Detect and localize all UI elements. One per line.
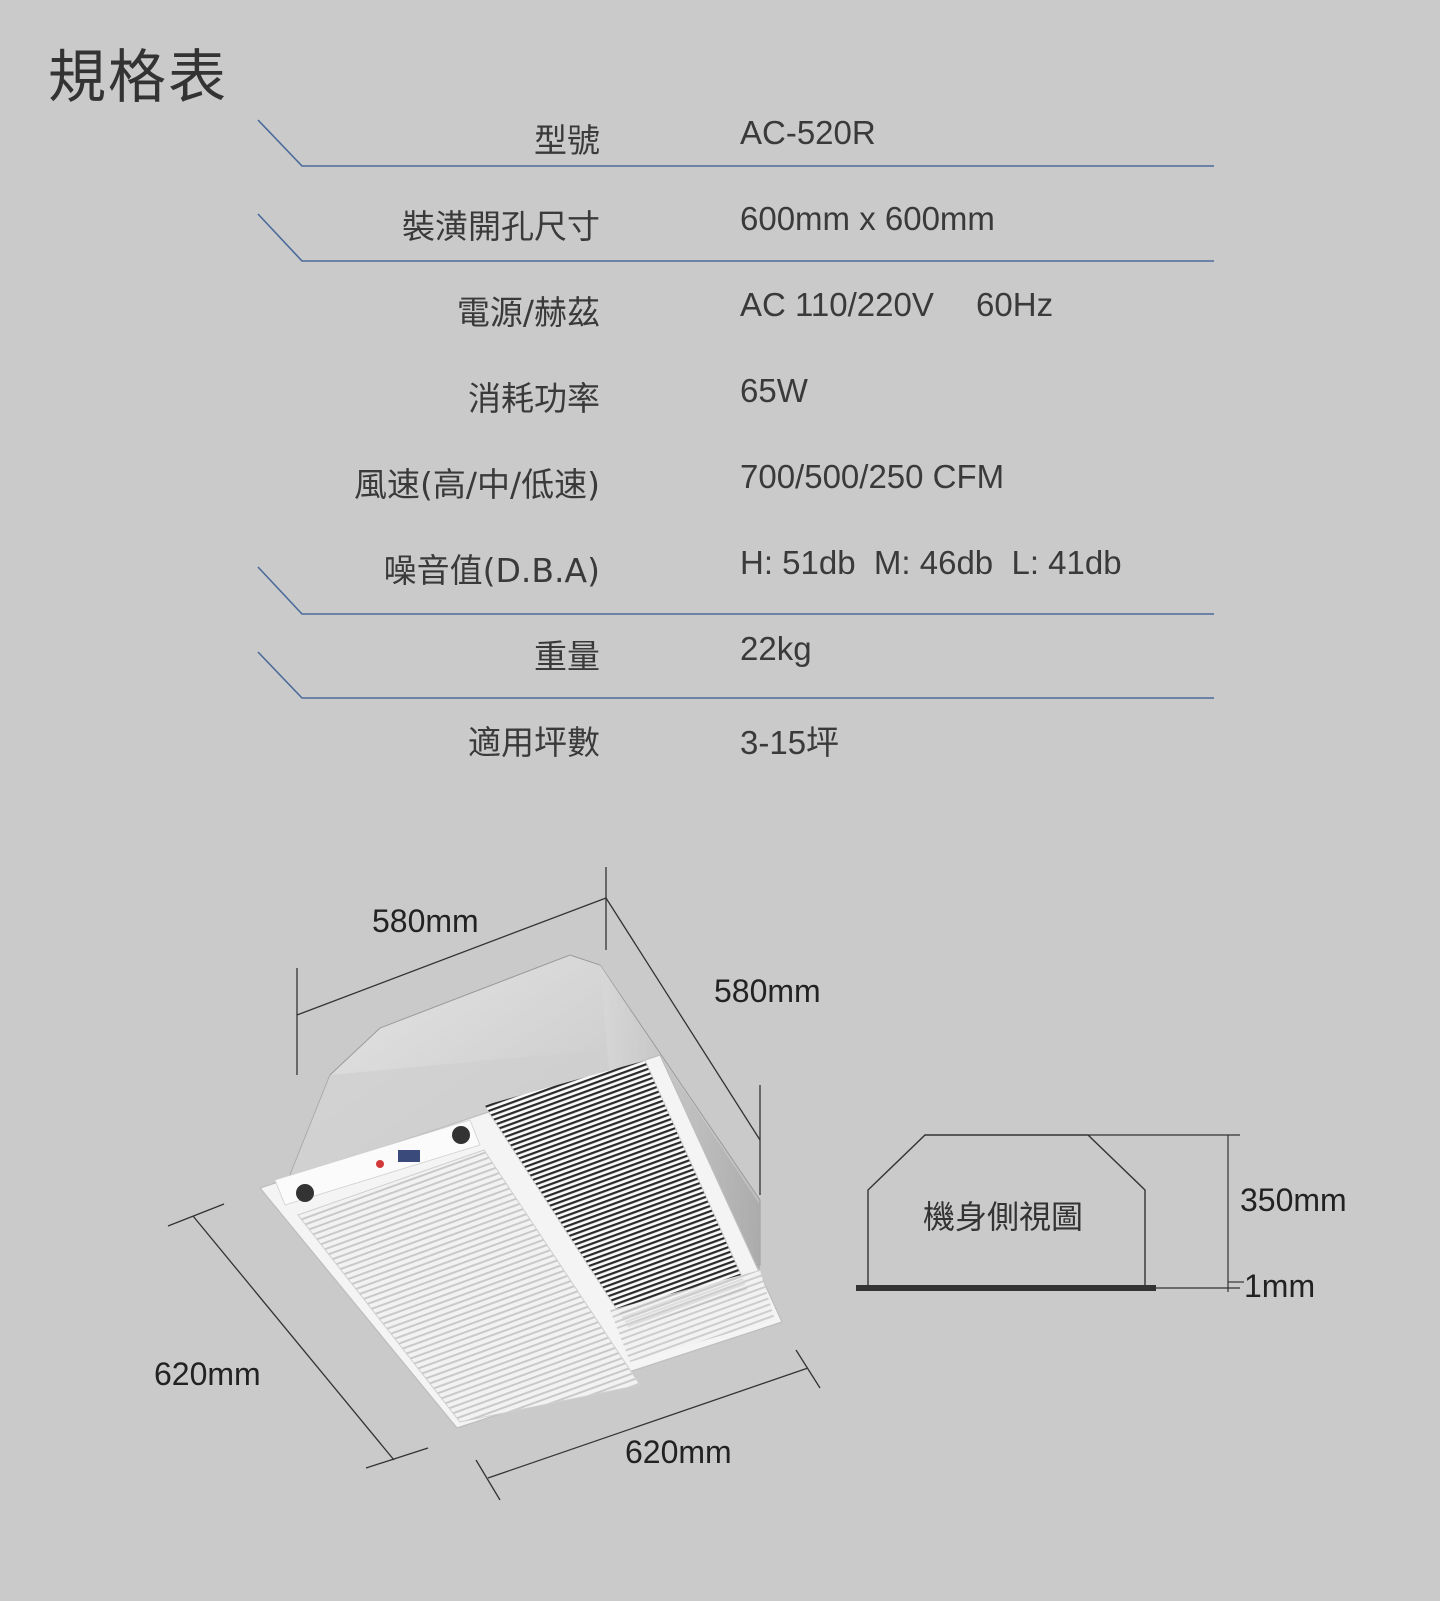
dim-line xyxy=(605,897,761,1141)
spec-label-airflow: 風速(高/中/低速) xyxy=(354,465,600,504)
page-title: 規格表 xyxy=(48,43,229,111)
dim-bottom-left: 620mm xyxy=(154,1356,261,1392)
spec-label-power-supply: 電源/赫茲 xyxy=(456,293,600,332)
spec-value-noise: H: 51db M: 46db L: 41db xyxy=(740,544,1122,581)
spec-label-noise: 噪音值(D.B.A) xyxy=(383,551,600,590)
spec-label-weight: 重量 xyxy=(534,637,600,676)
spec-value-weight: 22kg xyxy=(740,630,812,667)
dim-side-height: 350mm xyxy=(1240,1182,1347,1218)
dim-line xyxy=(795,1349,821,1389)
dim-line xyxy=(365,1447,429,1469)
dim-side-panel: 1mm xyxy=(1244,1268,1316,1304)
spec-label-coverage: 適用坪數 xyxy=(468,723,600,762)
spec-value-coverage: 3-15坪 xyxy=(740,724,840,761)
unit-front-panel xyxy=(258,1054,783,1429)
side-view-label: 機身側視圖 xyxy=(923,1198,1084,1236)
spec-value-cutout: 600mm x 600mm xyxy=(740,200,995,237)
divider-line xyxy=(257,213,1214,262)
spec-value-power-consumption: 65W xyxy=(740,372,808,409)
divider-line xyxy=(257,119,1214,167)
spec-value-model: AC-520R xyxy=(740,114,876,151)
divider-line xyxy=(257,651,1214,699)
divider-line xyxy=(257,566,1214,615)
spec-label-cutout: 裝潢開孔尺寸 xyxy=(402,207,600,246)
dim-top-depth: 580mm xyxy=(714,973,821,1009)
dim-line xyxy=(475,1459,501,1501)
spec-label-power-consumption: 消耗功率 xyxy=(468,379,600,418)
dim-line xyxy=(167,1203,225,1227)
dim-line xyxy=(192,1215,395,1461)
spec-label-model: 型號 xyxy=(534,121,600,160)
spec-value-power-supply: AC 110/220V 60Hz xyxy=(740,286,1054,323)
dimension-lines xyxy=(167,867,821,1501)
unit-housing xyxy=(289,954,761,1270)
dim-top-width: 580mm xyxy=(372,903,479,939)
spec-value-airflow: 700/500/250 CFM xyxy=(740,458,1005,495)
dim-bottom-front: 620mm xyxy=(625,1434,732,1470)
spec-dividers xyxy=(257,119,1214,699)
